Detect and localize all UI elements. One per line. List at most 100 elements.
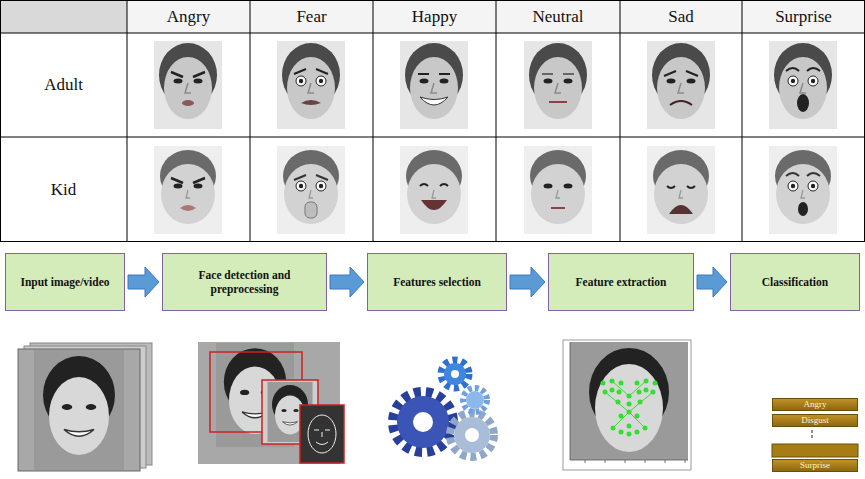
feature-landmark-image: [627, 432, 632, 437]
gears-icon: [465, 428, 479, 442]
node-text: Angry: [804, 400, 827, 409]
feature-landmark-image: [653, 381, 658, 386]
table-grid: [0, 0, 865, 242]
feature-landmark-image: [595, 364, 663, 452]
feature-landmark-image: [637, 390, 642, 395]
process-box: Input image/video: [5, 253, 125, 311]
table-cell: Adult: [0, 33, 127, 137]
kid-faces: [305, 202, 317, 218]
adult-faces: [301, 100, 321, 105]
input-image-stack: [34, 350, 124, 470]
table-cell-text: Sad: [668, 7, 694, 27]
process-box: Feature extraction: [548, 253, 694, 311]
adult-faces: [182, 100, 194, 106]
face-detection-image: [308, 415, 336, 453]
adult-faces: [544, 79, 573, 84]
adult-faces: [524, 41, 592, 129]
adult-faces: [154, 41, 222, 129]
table-cell-text: Angry: [167, 7, 210, 27]
gears-icon: [393, 360, 494, 457]
feature-landmark-image: [601, 379, 658, 437]
table-cell-text: Adult: [44, 75, 83, 95]
kid-faces: [769, 146, 837, 234]
process-box: Classification: [730, 253, 860, 311]
gears-icon: [451, 370, 459, 378]
table-cell-text: Neutral: [533, 7, 584, 27]
class-list-decoration: [772, 444, 858, 457]
adult-faces: [277, 41, 345, 129]
node-text: Face detection and preprocessing: [169, 268, 320, 297]
gears-icon: [393, 392, 453, 452]
adult-faces: [174, 79, 203, 84]
adult-faces: [786, 68, 820, 71]
block-arrow: [697, 267, 727, 297]
gears-icon: [413, 412, 433, 432]
table-cell: Surprise: [742, 0, 865, 33]
input-image-stack: [18, 343, 152, 471]
node-text: Surprise: [800, 461, 830, 470]
class-bar: Disgust: [772, 414, 858, 427]
feature-landmark-image: [570, 342, 688, 460]
block-arrow: [510, 267, 545, 297]
node-text: Features selection: [393, 275, 481, 289]
class-bar: Surprise: [772, 459, 858, 472]
adult-faces: [420, 79, 449, 84]
table-cell: Happy: [373, 0, 496, 33]
feature-landmark-image: [601, 381, 606, 386]
adult-faces: [667, 79, 696, 84]
input-image-stack: [18, 349, 140, 471]
kid-faces: [400, 146, 468, 234]
kid-faces: [669, 205, 693, 214]
adult-faces: [647, 41, 715, 129]
feature-landmark-image: [610, 388, 615, 393]
input-image-stack: [34, 350, 124, 470]
adult-faces: [400, 41, 468, 129]
kid-faces: [296, 181, 326, 191]
kid-faces: [769, 146, 837, 234]
table-cell-text: Surprise: [775, 7, 832, 27]
feature-landmark-image: [635, 430, 640, 435]
kid-faces: [524, 146, 592, 234]
kid-faces: [154, 146, 837, 234]
table-cell-text: Fear: [296, 7, 326, 27]
process-box: Face detection and preprocessing: [162, 253, 327, 311]
gears-icon: [444, 363, 466, 385]
kid-faces: [647, 146, 715, 234]
block-arrow: [128, 267, 159, 297]
kid-faces: [154, 146, 222, 234]
adult-faces: [549, 101, 567, 103]
adult-faces: [797, 94, 809, 112]
node-text: Classification: [762, 275, 828, 289]
gears-icon: [463, 388, 487, 412]
table-grid: [1, 1, 128, 34]
kid-faces: [421, 200, 447, 210]
adult-faces: [296, 76, 326, 86]
table-grid: [1, 1, 865, 242]
table-grid: [0, 0, 865, 242]
block-arrow: [330, 267, 364, 297]
table-cell: Neutral: [496, 0, 620, 33]
face-detection-image: [314, 430, 330, 445]
adult-faces: [788, 76, 818, 86]
adult-faces: [154, 41, 837, 129]
kid-faces: [551, 207, 565, 209]
node-text: Disgust: [801, 416, 829, 425]
adult-faces: [769, 41, 837, 129]
kid-faces: [524, 146, 592, 234]
feature-landmark-image: [635, 381, 640, 386]
gears-icon: [450, 413, 494, 457]
kid-faces: [154, 146, 222, 234]
kid-faces: [788, 181, 818, 191]
adult-faces: [277, 41, 345, 129]
table-cell: Kid: [0, 137, 127, 242]
kid-faces: [420, 184, 448, 186]
gears-icon: [466, 391, 484, 409]
feature-landmark-image: [627, 424, 632, 429]
feature-landmark-image: [617, 390, 622, 395]
kid-faces: [400, 146, 468, 234]
feature-landmark-image: [644, 388, 649, 393]
